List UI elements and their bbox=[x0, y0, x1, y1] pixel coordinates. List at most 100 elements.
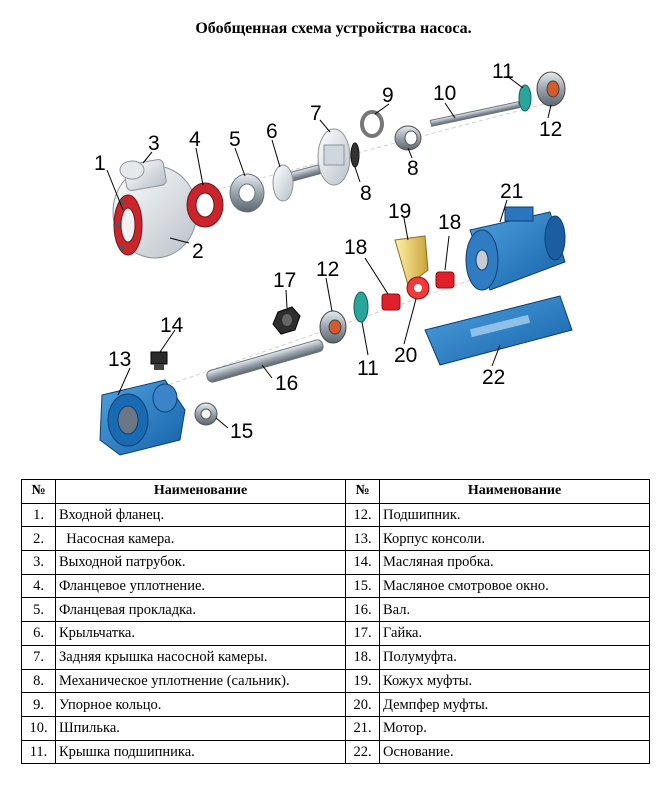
part-number: 1. bbox=[21, 502, 56, 528]
part-number: 15. bbox=[345, 573, 380, 599]
flange-seal bbox=[186, 182, 224, 228]
part-name: Фланцевая прокладка. bbox=[55, 597, 346, 623]
callout-9: 9 bbox=[382, 84, 394, 107]
part-number: 19. bbox=[345, 668, 380, 694]
callout-2: 2 bbox=[192, 240, 204, 263]
callout-10: 10 bbox=[433, 82, 456, 105]
bearing-cover-top bbox=[518, 84, 532, 112]
table-row: 9.Упорное кольцо.20.Демпфер муфты. bbox=[21, 692, 650, 717]
table-header-row: № Наименование № Наименование bbox=[21, 479, 650, 504]
motor bbox=[465, 206, 566, 291]
part-number: 11. bbox=[21, 739, 56, 765]
bearing-bottom bbox=[319, 310, 347, 344]
part-name: Основание. bbox=[379, 739, 650, 765]
part-number: 16. bbox=[345, 597, 380, 623]
callout-7: 7 bbox=[310, 102, 322, 125]
callout-18b: 18 bbox=[438, 211, 461, 234]
header-name-left: Наименование bbox=[55, 479, 346, 504]
table-row: 1.Входной фланец.12.Подшипник. bbox=[21, 502, 650, 528]
callout-11a: 11 bbox=[492, 60, 514, 83]
coupling-damper bbox=[406, 276, 430, 300]
table-row: 3.Выходной патрубок.14.Масляная пробка. bbox=[21, 550, 650, 575]
coupling-halves bbox=[381, 271, 455, 311]
bearing-top bbox=[536, 71, 566, 107]
callout-6: 6 bbox=[266, 120, 278, 143]
part-name: Входной фланец. bbox=[55, 502, 346, 528]
callout-18a: 18 bbox=[344, 236, 367, 259]
callout-21: 21 bbox=[500, 180, 523, 203]
callout-3: 3 bbox=[148, 132, 160, 155]
part-name: Насосная камера. bbox=[55, 526, 346, 552]
parts-table: № Наименование № Наименование 1.Входной … bbox=[21, 479, 650, 765]
callout-8a: 8 bbox=[360, 182, 372, 205]
part-number: 2. bbox=[21, 526, 56, 552]
bearing-cover-bottom bbox=[353, 291, 369, 323]
table-row: 11.Крышка подшипника.22.Основание. bbox=[21, 739, 650, 765]
part-name: Подшипник. bbox=[379, 502, 650, 528]
callout-8b: 8 bbox=[407, 157, 419, 180]
part-number: 6. bbox=[21, 621, 56, 646]
part-number: 3. bbox=[21, 550, 56, 575]
callout-12a: 12 bbox=[539, 118, 562, 141]
table-row: 10.Шпилька.21.Мотор. bbox=[21, 715, 650, 741]
table-row: 5.Фланцевая прокладка.16.Вал. bbox=[21, 597, 650, 623]
flange-gasket bbox=[229, 173, 265, 213]
callout-11b: 11 bbox=[357, 357, 379, 380]
part-name: Гайка. bbox=[379, 621, 650, 646]
exploded-pump-diagram: 1 2 3 4 5 6 7 8 8 9 10 11 11 12 12 13 14… bbox=[94, 60, 573, 456]
part-name: Крышка подшипника. bbox=[55, 739, 346, 765]
header-name-right: Наименование bbox=[379, 479, 650, 504]
shaft bbox=[206, 339, 324, 383]
part-name: Вал. bbox=[379, 597, 650, 623]
page-title: Обобщенная схема устройства насоса. bbox=[195, 20, 472, 37]
part-name: Демпфер муфты. bbox=[379, 692, 650, 717]
part-name: Корпус консоли. bbox=[379, 526, 650, 552]
header-num-right: № bbox=[345, 479, 380, 504]
part-number: 4. bbox=[21, 573, 56, 599]
oil-plug bbox=[150, 351, 168, 370]
part-name: Шпилька. bbox=[55, 715, 346, 741]
callout-19: 19 bbox=[388, 200, 411, 223]
part-number: 8. bbox=[21, 668, 56, 694]
pump-housing bbox=[112, 159, 198, 259]
oil-sight-glass bbox=[194, 402, 218, 426]
stud bbox=[429, 101, 521, 127]
table-row: 6.Крыльчатка.17.Гайка. bbox=[21, 621, 650, 646]
rear-cover bbox=[317, 128, 351, 186]
table-row: 2. Насосная камера.13.Корпус консоли. bbox=[21, 526, 650, 552]
coupling-guard bbox=[394, 235, 429, 286]
callout-14: 14 bbox=[160, 314, 184, 337]
table-row: 7.Задняя крышка насосной камеры.18.Полум… bbox=[21, 644, 650, 670]
callout-16: 16 bbox=[275, 372, 298, 395]
part-name: Полумуфта. bbox=[379, 644, 650, 670]
part-name: Задняя крышка насосной камеры. bbox=[55, 644, 346, 670]
impeller bbox=[272, 164, 321, 202]
mechanical-seal bbox=[350, 125, 422, 168]
callout-5: 5 bbox=[229, 128, 241, 151]
part-name: Масляная пробка. bbox=[379, 550, 650, 575]
table-row: 4.Фланцевое уплотнение.15.Масляное смотр… bbox=[21, 573, 650, 599]
part-name: Крыльчатка. bbox=[55, 621, 346, 646]
thrust-ring bbox=[360, 110, 384, 138]
part-name: Кожух муфты. bbox=[379, 668, 650, 694]
part-name: Фланцевое уплотнение. bbox=[55, 573, 346, 599]
part-name: Выходной патрубок. bbox=[55, 550, 346, 575]
part-number: 18. bbox=[345, 644, 380, 670]
part-number: 17. bbox=[345, 621, 380, 646]
part-number: 5. bbox=[21, 597, 56, 623]
callout-12b: 12 bbox=[316, 258, 339, 281]
part-name: Упорное кольцо. bbox=[55, 692, 346, 717]
callout-13: 13 bbox=[108, 348, 131, 371]
part-number: 21. bbox=[345, 715, 380, 741]
leader-lines bbox=[106, 75, 552, 429]
part-number: 7. bbox=[21, 644, 56, 670]
table-row: 8.Механическое уплотнение (сальник).19.К… bbox=[21, 668, 650, 694]
nut bbox=[272, 306, 301, 335]
part-number: 12. bbox=[345, 502, 380, 528]
header-num-left: № bbox=[21, 479, 56, 504]
part-number: 9. bbox=[21, 692, 56, 717]
bracket-body bbox=[99, 379, 186, 456]
part-number: 14. bbox=[345, 550, 380, 575]
part-number: 10. bbox=[21, 715, 56, 741]
part-number: 20. bbox=[345, 692, 380, 717]
